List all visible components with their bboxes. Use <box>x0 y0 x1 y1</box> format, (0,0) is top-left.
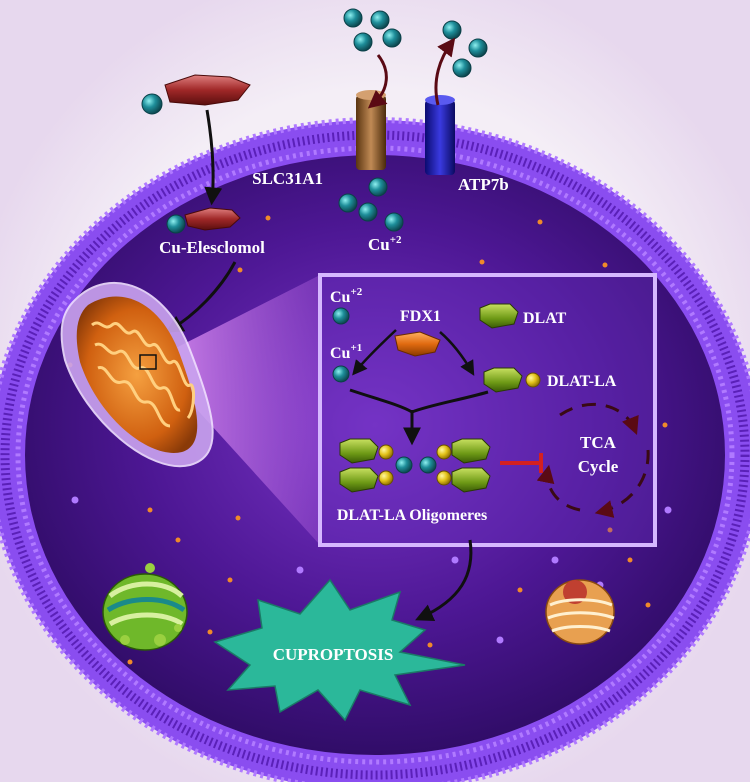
cuproptosis-label: CUPROPTOSIS <box>273 645 394 664</box>
cu-plus2-inset-label: Cu+2 <box>330 286 363 306</box>
import-arrow <box>367 54 388 109</box>
elesclomol-entry-arrow <box>204 109 223 206</box>
cuproptosis-burst <box>213 578 466 722</box>
cu1-ion-inset <box>332 365 350 383</box>
elesclomol-extracellular <box>141 74 251 115</box>
merge-left-line <box>349 388 413 414</box>
atp7b-transporter <box>425 95 455 175</box>
fdx1-reduce-arrow <box>352 329 397 376</box>
cu-elesclomol-complex <box>166 207 241 234</box>
intracellular-copper-ions <box>338 177 404 232</box>
dlat-label: DLAT <box>523 310 567 327</box>
fdx1-protein <box>394 331 441 357</box>
extracellular-copper-ions <box>343 8 488 78</box>
cu-elesclomol-label: Cu-Elesclomol <box>159 238 265 257</box>
slc31a1-label: SLC31A1 <box>252 169 323 188</box>
dlat-la-label: DLAT-LA <box>547 373 617 390</box>
tca-cycle-arrows <box>536 402 650 518</box>
fdx1-lipoylation-arrow <box>439 331 475 376</box>
fdx1-label: FDX1 <box>400 308 441 325</box>
export-arrow <box>434 37 456 106</box>
tca-label: TCA <box>580 433 617 452</box>
zoom-beam <box>152 275 320 545</box>
slc31a1-transporter <box>356 90 386 170</box>
cu-plus2-cytoplasm-label: Cu+2 <box>368 234 402 254</box>
lipoyl-group <box>525 372 541 388</box>
cu-plus1-inset-label: Cu+1 <box>330 342 362 362</box>
atp7b-label: ATP7b <box>458 175 509 194</box>
merge-right-line <box>411 390 489 414</box>
cu2-ion-inset <box>332 307 350 325</box>
dlat-la-protein <box>483 367 523 393</box>
mitochondrion <box>60 282 214 468</box>
dlat-la-oligomer-cluster <box>339 438 491 493</box>
oligomeres-label: DLAT-LA Oligomeres <box>337 507 487 524</box>
golgi-apparatus <box>102 563 188 651</box>
to-cuproptosis-arrow <box>415 539 473 622</box>
endoplasmic-reticulum <box>545 579 615 645</box>
dlat-protein <box>479 303 519 329</box>
cycle-label: Cycle <box>578 457 619 476</box>
scattered-vesicles <box>67 215 668 665</box>
